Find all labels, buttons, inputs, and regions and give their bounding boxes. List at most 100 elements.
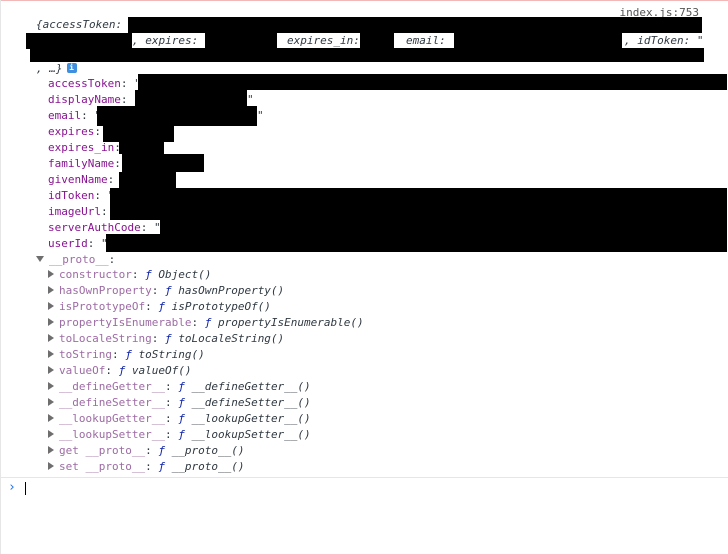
proto-item-row[interactable]: __defineSetter__: ƒ __defineSetter__(): [48, 395, 311, 411]
expand-triangle-icon[interactable]: [36, 256, 44, 262]
error-boundary-line: [0, 0, 728, 1]
property-row[interactable]: expires_in:: [48, 140, 121, 156]
property-closing-quote: ": [247, 93, 254, 106]
expand-triangle-icon[interactable]: [48, 430, 54, 438]
function-f-icon: ƒ: [158, 444, 165, 457]
proto-item-row[interactable]: __lookupSetter__: ƒ __lookupSetter__(): [48, 427, 311, 443]
redacted-block: [138, 74, 727, 90]
proto-item-key: toString: [59, 348, 112, 361]
function-f-icon: ƒ: [125, 348, 132, 361]
expand-triangle-icon[interactable]: [48, 366, 54, 374]
redacted-block: [30, 48, 704, 62]
property-row[interactable]: email: ": [48, 108, 101, 124]
property-separator: : ": [120, 77, 141, 90]
summary-email: email:: [406, 34, 446, 47]
object-summary[interactable]: {accessToken:: [36, 18, 122, 31]
redacted-block: [26, 33, 132, 49]
proto-item-row[interactable]: constructor: ƒ Object(): [48, 267, 211, 283]
proto-item-separator: :: [105, 364, 119, 377]
property-row[interactable]: givenName:: [48, 172, 114, 188]
proto-item-separator: :: [145, 444, 159, 457]
expand-triangle-icon[interactable]: [48, 286, 54, 294]
proto-item-row[interactable]: get __proto__: ƒ __proto__(): [48, 443, 244, 459]
function-f-icon: ƒ: [204, 316, 212, 329]
source-link[interactable]: index.js:753: [619, 6, 699, 19]
proto-item-separator: :: [145, 300, 159, 313]
property-row[interactable]: idToken: ": [48, 188, 114, 204]
expand-triangle-icon[interactable]: [48, 446, 54, 454]
proto-item-row[interactable]: toLocaleString: ƒ toLocaleString(): [48, 331, 284, 347]
proto-item-row[interactable]: __defineGetter__: ƒ __defineGetter__(): [48, 379, 311, 395]
function-f-icon: ƒ: [178, 412, 185, 425]
proto-item-function-name: __defineSetter__(): [191, 396, 311, 409]
proto-item-separator: :: [191, 316, 205, 329]
property-row[interactable]: expires:: [48, 124, 101, 140]
property-row[interactable]: imageUrl:: [48, 204, 108, 220]
property-key: displayName: [48, 93, 121, 106]
proto-item-row[interactable]: valueOf: ƒ valueOf(): [48, 363, 191, 379]
proto-item-function-name: valueOf(): [131, 364, 192, 377]
summary-access-token-label: accessToken:: [42, 18, 123, 31]
proto-item-function-name: toLocaleString(): [178, 332, 285, 345]
property-row[interactable]: familyName:: [48, 156, 121, 172]
property-key: email: [48, 109, 82, 122]
property-separator: : ": [94, 189, 115, 202]
proto-item-function-name: toString(): [138, 348, 205, 361]
proto-item-row[interactable]: isPrototypeOf: ƒ isPrototypeOf(): [48, 299, 271, 315]
property-row[interactable]: serverAuthCode: ": [48, 220, 161, 236]
expand-triangle-icon[interactable]: [48, 350, 54, 358]
property-separator: :: [114, 157, 121, 170]
expand-triangle-icon[interactable]: [48, 270, 54, 278]
object-summary-line-2: , expires:: [26, 34, 198, 47]
function-f-icon: ƒ: [178, 396, 185, 409]
proto-item-key: toLocaleString: [59, 332, 152, 345]
expand-triangle-icon[interactable]: [48, 302, 54, 310]
proto-item-separator: :: [111, 348, 126, 361]
proto-item-key: propertyIsEnumerable: [59, 316, 192, 329]
proto-toggle[interactable]: __proto__:: [36, 252, 115, 268]
property-row[interactable]: accessToken: ": [48, 76, 141, 92]
console-divider: [0, 477, 728, 478]
expand-triangle-icon[interactable]: [48, 414, 54, 422]
proto-item-key: __lookupGetter__: [59, 412, 165, 425]
proto-item-separator: :: [131, 268, 146, 281]
redacted-block: [454, 33, 622, 49]
property-key: givenName: [48, 173, 108, 186]
proto-item-row[interactable]: set __proto__: ƒ __proto__(): [48, 459, 244, 475]
expand-triangle-icon[interactable]: [48, 462, 54, 470]
function-f-icon: ƒ: [178, 380, 185, 393]
proto-item-key: constructor: [59, 268, 132, 281]
proto-item-row[interactable]: propertyIsEnumerable: ƒ propertyIsEnumer…: [48, 315, 364, 331]
summary-open-brace: {: [36, 18, 43, 31]
function-f-icon: ƒ: [158, 460, 165, 473]
property-separator: : ": [140, 221, 161, 234]
expand-triangle-icon[interactable]: [48, 398, 54, 406]
proto-item-row[interactable]: __lookupGetter__: ƒ __lookupGetter__(): [48, 411, 311, 427]
property-separator: :: [94, 125, 101, 138]
redacted-block: [205, 33, 277, 49]
property-separator: :: [114, 141, 121, 154]
property-row[interactable]: userId: ": [48, 236, 108, 252]
info-icon[interactable]: i: [66, 63, 77, 73]
proto-item-row[interactable]: hasOwnProperty: ƒ hasOwnProperty(): [48, 283, 284, 299]
function-f-icon: ƒ: [158, 300, 165, 313]
proto-item-separator: :: [151, 284, 165, 297]
console-input-caret[interactable]: [25, 482, 26, 495]
property-key: imageUrl: [48, 205, 101, 218]
proto-item-row[interactable]: toString: ƒ toString(): [48, 347, 205, 363]
proto-item-key: get __proto__: [59, 444, 146, 457]
redacted-block: [119, 172, 176, 188]
property-separator: : ": [81, 109, 101, 122]
redacted-block: [122, 154, 204, 172]
expand-triangle-icon[interactable]: [48, 382, 54, 390]
proto-item-function-name: __defineGetter__(): [191, 380, 311, 393]
proto-item-function-name: Object(): [158, 268, 212, 281]
expand-triangle-icon[interactable]: [48, 334, 54, 342]
property-key: accessToken: [48, 77, 121, 90]
expand-triangle-icon[interactable]: [48, 318, 54, 326]
proto-item-separator: :: [151, 332, 165, 345]
property-key: userId: [48, 237, 88, 250]
redacted-block: [160, 220, 727, 234]
property-key: expires: [48, 125, 95, 138]
function-f-icon: ƒ: [178, 428, 185, 441]
